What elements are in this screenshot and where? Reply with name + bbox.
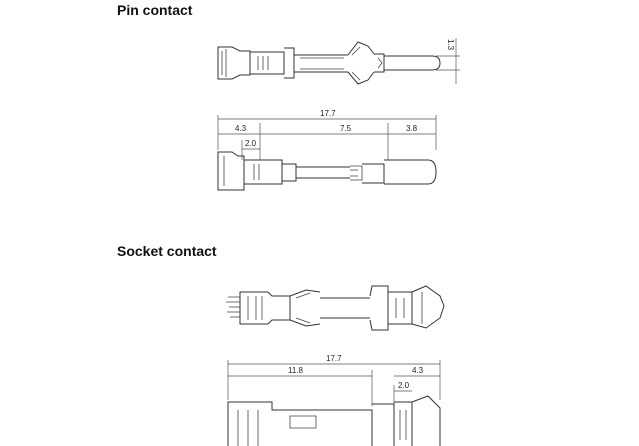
socket-contact-heading: Socket contact xyxy=(117,243,217,259)
pin-side-view xyxy=(217,38,460,85)
pin-overall-dim: 17.7 xyxy=(320,109,336,118)
pin-insulation-dim: 2.0 xyxy=(245,139,257,148)
pin-height-dim: 1.3 xyxy=(446,39,455,51)
pin-contact-heading: Pin contact xyxy=(117,2,193,18)
pin-middle-dim: 7.5 xyxy=(340,124,352,133)
socket-body-dim: 11.8 xyxy=(288,366,304,375)
socket-side-view xyxy=(226,285,445,331)
socket-crimp-dim: 4.3 xyxy=(412,366,424,375)
socket-insulation-dim: 2.0 xyxy=(398,381,410,390)
socket-overall-dim: 17.7 xyxy=(326,354,342,363)
pin-dimensioned-view xyxy=(217,115,437,191)
pin-crimp-dim: 4.3 xyxy=(235,124,247,133)
socket-dimensioned-view xyxy=(227,360,441,446)
pin-tip-dim: 3.8 xyxy=(406,124,418,133)
